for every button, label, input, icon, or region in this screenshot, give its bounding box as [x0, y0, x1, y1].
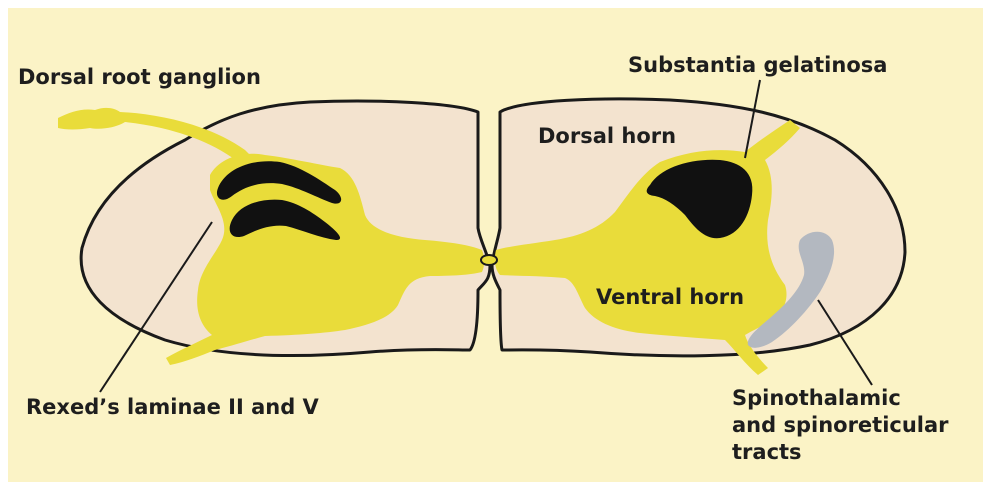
label-substantia-gelatinosa: Substantia gelatinosa: [628, 53, 887, 77]
central-canal: [481, 255, 497, 265]
label-tracts-line1: Spinothalamic: [732, 386, 901, 410]
label-tracts-line2: and spinoreticular: [732, 413, 949, 437]
label-dorsal-root-ganglion: Dorsal root ganglion: [18, 65, 261, 89]
label-rexed-laminae: Rexed’s laminae II and V: [26, 395, 320, 419]
label-tracts-line3: tracts: [732, 440, 802, 464]
label-ventral-horn: Ventral horn: [596, 285, 744, 309]
label-dorsal-horn: Dorsal horn: [538, 124, 676, 148]
